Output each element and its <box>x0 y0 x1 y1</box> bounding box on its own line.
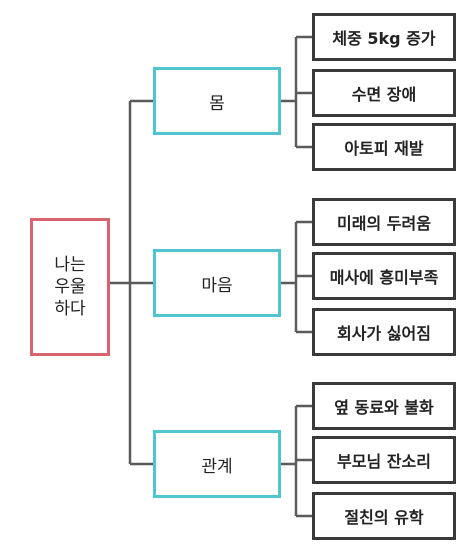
root-node: 나는 우울 하다 <box>30 218 110 356</box>
leaf-node-sleep-disorder: 수면 장애 <box>312 69 456 117</box>
category-node-body: 몸 <box>153 67 281 135</box>
category-node-mind: 마음 <box>153 249 281 317</box>
leaf-node-parents-nagging: 부모님 잔소리 <box>312 436 456 484</box>
leaf-node-dislike-company: 회사가 싫어짐 <box>312 308 456 356</box>
leaf-node-lack-of-interest: 매사에 흥미부족 <box>312 252 456 300</box>
leaf-node-atopy-relapse: 아토피 재발 <box>312 123 456 171</box>
leaf-node-fear-of-future: 미래의 두려움 <box>312 198 456 246</box>
leaf-node-weight-gain: 체중 5kg 증가 <box>312 13 456 61</box>
leaf-node-coworker-conflict: 옆 동료와 불화 <box>312 382 456 430</box>
category-node-relationship: 관계 <box>153 430 281 498</box>
leaf-node-friend-studying-abroad: 절친의 유학 <box>312 492 456 540</box>
